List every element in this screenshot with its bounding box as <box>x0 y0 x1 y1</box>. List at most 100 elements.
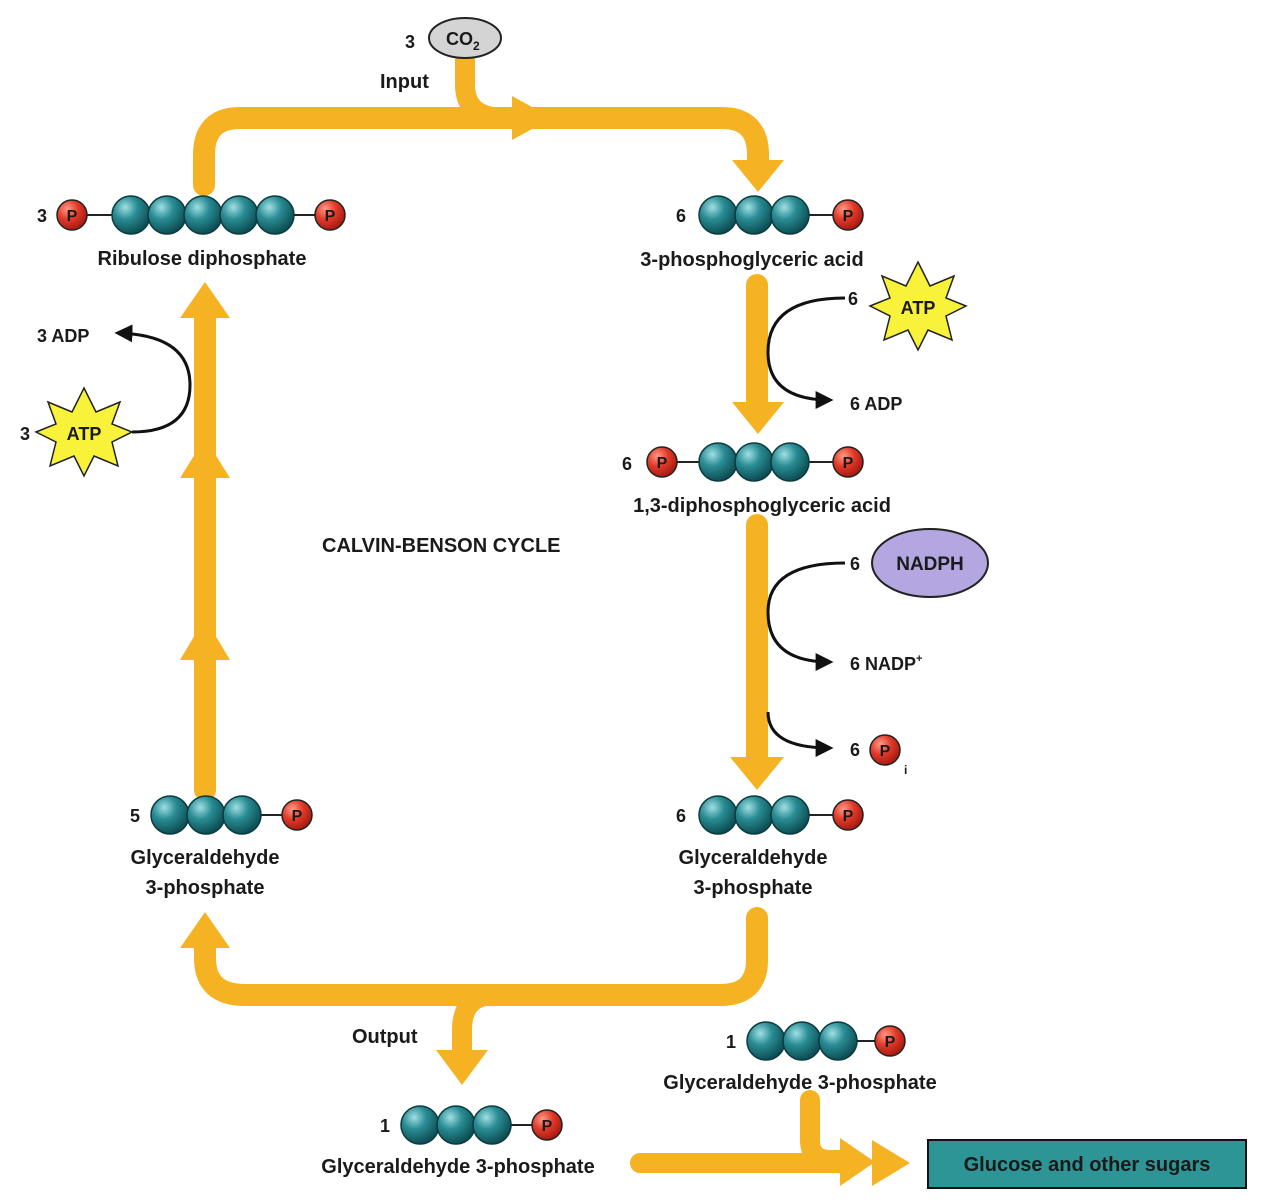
nadp-superscript: + <box>916 653 922 665</box>
svg-text:CO2: CO2 <box>446 29 480 53</box>
g3p-right-label-1: Glyceraldehyde <box>679 847 828 869</box>
carbon-atom <box>150 795 190 835</box>
carbon-atom <box>734 795 774 835</box>
g3p-output-bottom: 1 P Glyceraldehyde 3-phosphate <box>321 1105 595 1178</box>
atp-left-count: 3 <box>20 424 30 444</box>
carbon-atom <box>436 1105 476 1145</box>
atp-right-label: ATP <box>901 298 936 318</box>
ribulose-count: 3 <box>37 206 47 226</box>
carbon-atom <box>782 1021 822 1061</box>
inorganic-phosphate: 6 P i <box>850 734 907 777</box>
side-arrows <box>114 296 846 757</box>
carbon-atom <box>183 195 223 235</box>
ribulose-diphosphate: 3 P P Ribulose diphosphate <box>37 195 346 270</box>
top-loop-arrow <box>193 107 769 196</box>
glucose-box: Glucose and other sugars <box>927 1139 1247 1189</box>
carbon-atom <box>186 795 226 835</box>
atp-left: 3 ADP 3 ATP <box>20 326 134 478</box>
phosphate <box>832 446 864 478</box>
phosphate-label: P <box>292 808 303 825</box>
svg-text:6 NADP+: 6 NADP+ <box>850 653 922 674</box>
ribulose-label: Ribulose diphosphate <box>98 248 307 270</box>
carbon-atom <box>111 195 151 235</box>
phosphate <box>869 734 901 766</box>
pi-curve <box>766 711 834 757</box>
cycle-arrowheads <box>180 96 910 1186</box>
nadph-count: 6 <box>850 554 860 574</box>
carbon-atom <box>222 795 262 835</box>
carbon-atom <box>698 442 738 482</box>
adp-left-label: 3 ADP <box>37 326 89 346</box>
cycle-title: CALVIN-BENSON CYCLE <box>322 535 561 557</box>
atp-left-label: ATP <box>67 424 102 444</box>
cycle-arrows <box>193 50 860 1173</box>
phosphate-label: P <box>325 208 336 225</box>
glucose-box-rect <box>927 1139 1247 1189</box>
adp-right-label: 6 ADP <box>850 394 902 414</box>
co2-input: 3 CO2 Input <box>380 17 502 93</box>
g3p-left-arrowhead <box>180 912 230 948</box>
pga-label: 3-phosphoglyceric acid <box>640 249 863 271</box>
phosphate <box>281 799 313 831</box>
phosphate-label: P <box>843 455 854 472</box>
g3p-right-arrowhead <box>730 757 784 790</box>
phosphate <box>646 446 678 478</box>
pga-arrowhead <box>732 160 784 192</box>
left-arrowhead-1 <box>180 618 230 660</box>
left-arrowhead-2 <box>180 438 230 478</box>
pga-count: 6 <box>676 206 686 226</box>
co2-label: CO <box>446 29 473 49</box>
nadph-group: 6 NADPH 6 NADP+ <box>850 528 989 674</box>
pi-symbol: P <box>880 743 891 760</box>
carbon-atom <box>472 1105 512 1145</box>
atp-right-count: 6 <box>848 289 858 309</box>
g3p-out-right-count: 1 <box>726 1032 736 1052</box>
pi-count: 6 <box>850 740 860 760</box>
carbon-atom <box>400 1105 440 1145</box>
phosphate-label: P <box>843 808 854 825</box>
phosphate-label: P <box>657 455 668 472</box>
g3p-right-label-2: 3-phosphate <box>694 877 813 899</box>
atp-star-icon <box>868 260 968 352</box>
pi-subscript: i <box>904 763 907 777</box>
output-arrowhead <box>436 1050 488 1085</box>
dpga-label: 1,3-diphosphoglyceric acid <box>633 495 891 517</box>
atp-right-curve <box>766 296 846 409</box>
carbon-atom <box>698 795 738 835</box>
co2-count: 3 <box>405 32 415 52</box>
nadph-curve <box>766 561 846 671</box>
dpga-arrowhead <box>732 402 784 434</box>
phosphate-label: P <box>542 1118 553 1135</box>
phosphate <box>832 799 864 831</box>
carbon-atom <box>698 195 738 235</box>
phosphate <box>56 199 88 231</box>
carbon-atom <box>746 1021 786 1061</box>
g3p-right-count: 6 <box>676 806 686 826</box>
glucose-arrowhead-1 <box>840 1138 875 1186</box>
phosphate-label: P <box>843 208 854 225</box>
atp-right: 6 ATP 6 ADP <box>848 260 968 414</box>
nadph-oval <box>871 528 989 598</box>
ribulose-arrowhead <box>180 282 230 318</box>
co2-subscript: 2 <box>473 39 480 53</box>
phosphate <box>531 1109 563 1141</box>
carbon-atom <box>734 442 774 482</box>
phosphate-label: P <box>885 1034 896 1051</box>
top-mid-arrowhead <box>512 96 552 140</box>
atp-left-curve <box>114 324 192 434</box>
glucose-label: Glucose and other sugars <box>964 1154 1211 1176</box>
g3p-left-count: 5 <box>130 806 140 826</box>
phosphoglyceric-acid: 6 P 3-phosphoglyceric acid <box>640 195 864 271</box>
phosphate-label: P <box>67 208 78 225</box>
carbon-atom <box>770 195 810 235</box>
bottom-loop-arrow <box>194 907 768 1006</box>
carbon-atom <box>255 195 295 235</box>
g3p-right: 6 P Glyceraldehyde 3-phosphate <box>676 795 864 899</box>
g3p-left-label-1: Glyceraldehyde <box>131 847 280 869</box>
output-label: Output <box>352 1026 418 1048</box>
g3p-out-bottom-label: Glyceraldehyde 3-phosphate <box>321 1156 594 1178</box>
nadph-label: NADPH <box>896 554 964 575</box>
co2-oval <box>428 17 502 59</box>
carbon-atom <box>734 195 774 235</box>
